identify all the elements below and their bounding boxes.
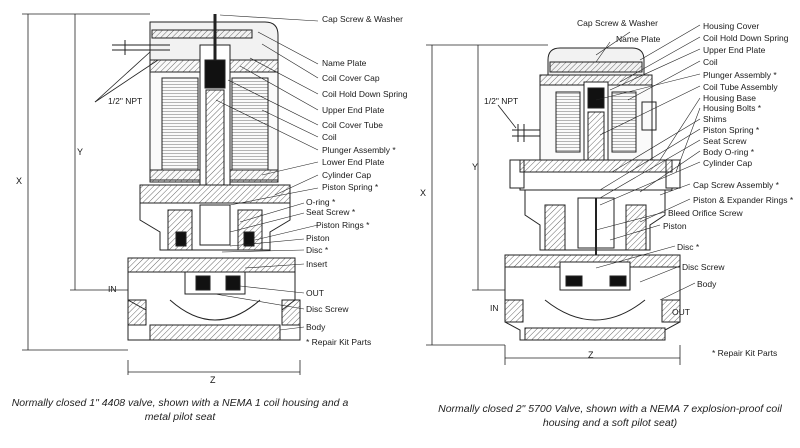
label-piston-right: Piston xyxy=(663,221,687,231)
label-cap-screw-washer: Cap Screw & Washer xyxy=(322,14,403,24)
label-in: IN xyxy=(108,284,117,294)
label-o-ring: O-ring * xyxy=(306,197,336,207)
right-dimensions xyxy=(426,44,681,365)
label-body: Body xyxy=(306,322,326,332)
label-npt: 1/2" NPT xyxy=(108,96,143,106)
label-housing-cover: Housing Cover xyxy=(703,21,760,31)
label-piston: Piston xyxy=(306,233,330,243)
label-cylinder-cap: Cylinder Cap xyxy=(322,170,372,180)
dim-x: X xyxy=(16,176,23,186)
label-repair-kit: * Repair Kit Parts xyxy=(306,337,372,347)
left-leader-lines xyxy=(214,14,319,331)
dim-x-right: X xyxy=(420,188,427,198)
label-in-right: IN xyxy=(490,303,499,313)
label-piston-expander-rings: Piston & Expander Rings * xyxy=(693,195,794,205)
label-lower-end-plate: Lower End Plate xyxy=(322,157,385,167)
label-coil: Coil xyxy=(322,132,337,142)
dim-z-right: Z xyxy=(588,350,594,360)
label-coil-hold-down-spring-right: Coil Hold Down Spring xyxy=(703,33,789,43)
label-coil-cover-cap: Coil Cover Cap xyxy=(322,73,380,83)
label-piston-spring: Piston Spring * xyxy=(322,182,379,192)
label-cap-screw-washer-right: Cap Screw & Washer xyxy=(577,18,658,28)
label-coil-hold-down-spring: Coil Hold Down Spring xyxy=(322,89,408,99)
label-piston-spring-right: Piston Spring * xyxy=(703,125,760,135)
label-body-o-ring: Body O-ring * xyxy=(703,147,755,157)
label-out: OUT xyxy=(306,288,324,298)
label-cap-screw-assembly: Cap Screw Assembly * xyxy=(693,180,779,190)
label-cylinder-cap-right: Cylinder Cap xyxy=(703,158,753,168)
label-disc: Disc * xyxy=(306,245,329,255)
label-coil-right: Coil xyxy=(703,57,718,67)
label-housing-bolts: Housing Bolts * xyxy=(703,103,762,113)
label-piston-rings: Piston Rings * xyxy=(316,220,370,230)
label-upper-end-plate: Upper End Plate xyxy=(322,105,385,115)
caption-left: Normally closed 1" 4408 valve, shown wit… xyxy=(11,397,349,423)
left-valve-drawing xyxy=(112,14,301,341)
right-leader-lines xyxy=(595,24,701,301)
label-plunger-assembly-right: Plunger Assembly * xyxy=(703,70,777,80)
label-body-right: Body xyxy=(697,279,717,289)
dim-y: Y xyxy=(77,147,84,157)
label-name-plate: Name Plate xyxy=(322,58,367,68)
label-repair-kit-right: * Repair Kit Parts xyxy=(712,348,778,358)
label-disc-screw: Disc Screw xyxy=(306,304,349,314)
caption-right: Normally closed 2" 5700 Valve, shown wit… xyxy=(438,403,782,429)
label-out-right: OUT xyxy=(672,307,690,317)
label-shims: Shims xyxy=(703,114,727,124)
label-seat-screw-right: Seat Screw xyxy=(703,136,747,146)
label-plunger-assembly: Plunger Assembly * xyxy=(322,145,396,155)
label-coil-tube-assembly: Coil Tube Assembly xyxy=(703,82,778,92)
label-npt-right: 1/2" NPT xyxy=(484,96,519,106)
label-disc-right: Disc * xyxy=(677,242,700,252)
label-seat-screw: Seat Screw * xyxy=(306,207,356,217)
label-coil-cover-tube: Coil Cover Tube xyxy=(322,120,383,130)
label-disc-screw-right: Disc Screw xyxy=(682,262,725,272)
dim-z: Z xyxy=(210,375,216,385)
right-valve-drawing xyxy=(504,47,681,341)
dim-y-right: Y xyxy=(472,162,479,172)
label-bleed-orifice-screw: Bleed Orifice Screw xyxy=(668,208,743,218)
label-upper-end-plate-right: Upper End Plate xyxy=(703,45,766,55)
label-insert: Insert xyxy=(306,259,328,269)
label-housing-base: Housing Base xyxy=(703,93,756,103)
label-name-plate-right: Name Plate xyxy=(616,34,661,44)
left-dimensions xyxy=(22,13,301,375)
